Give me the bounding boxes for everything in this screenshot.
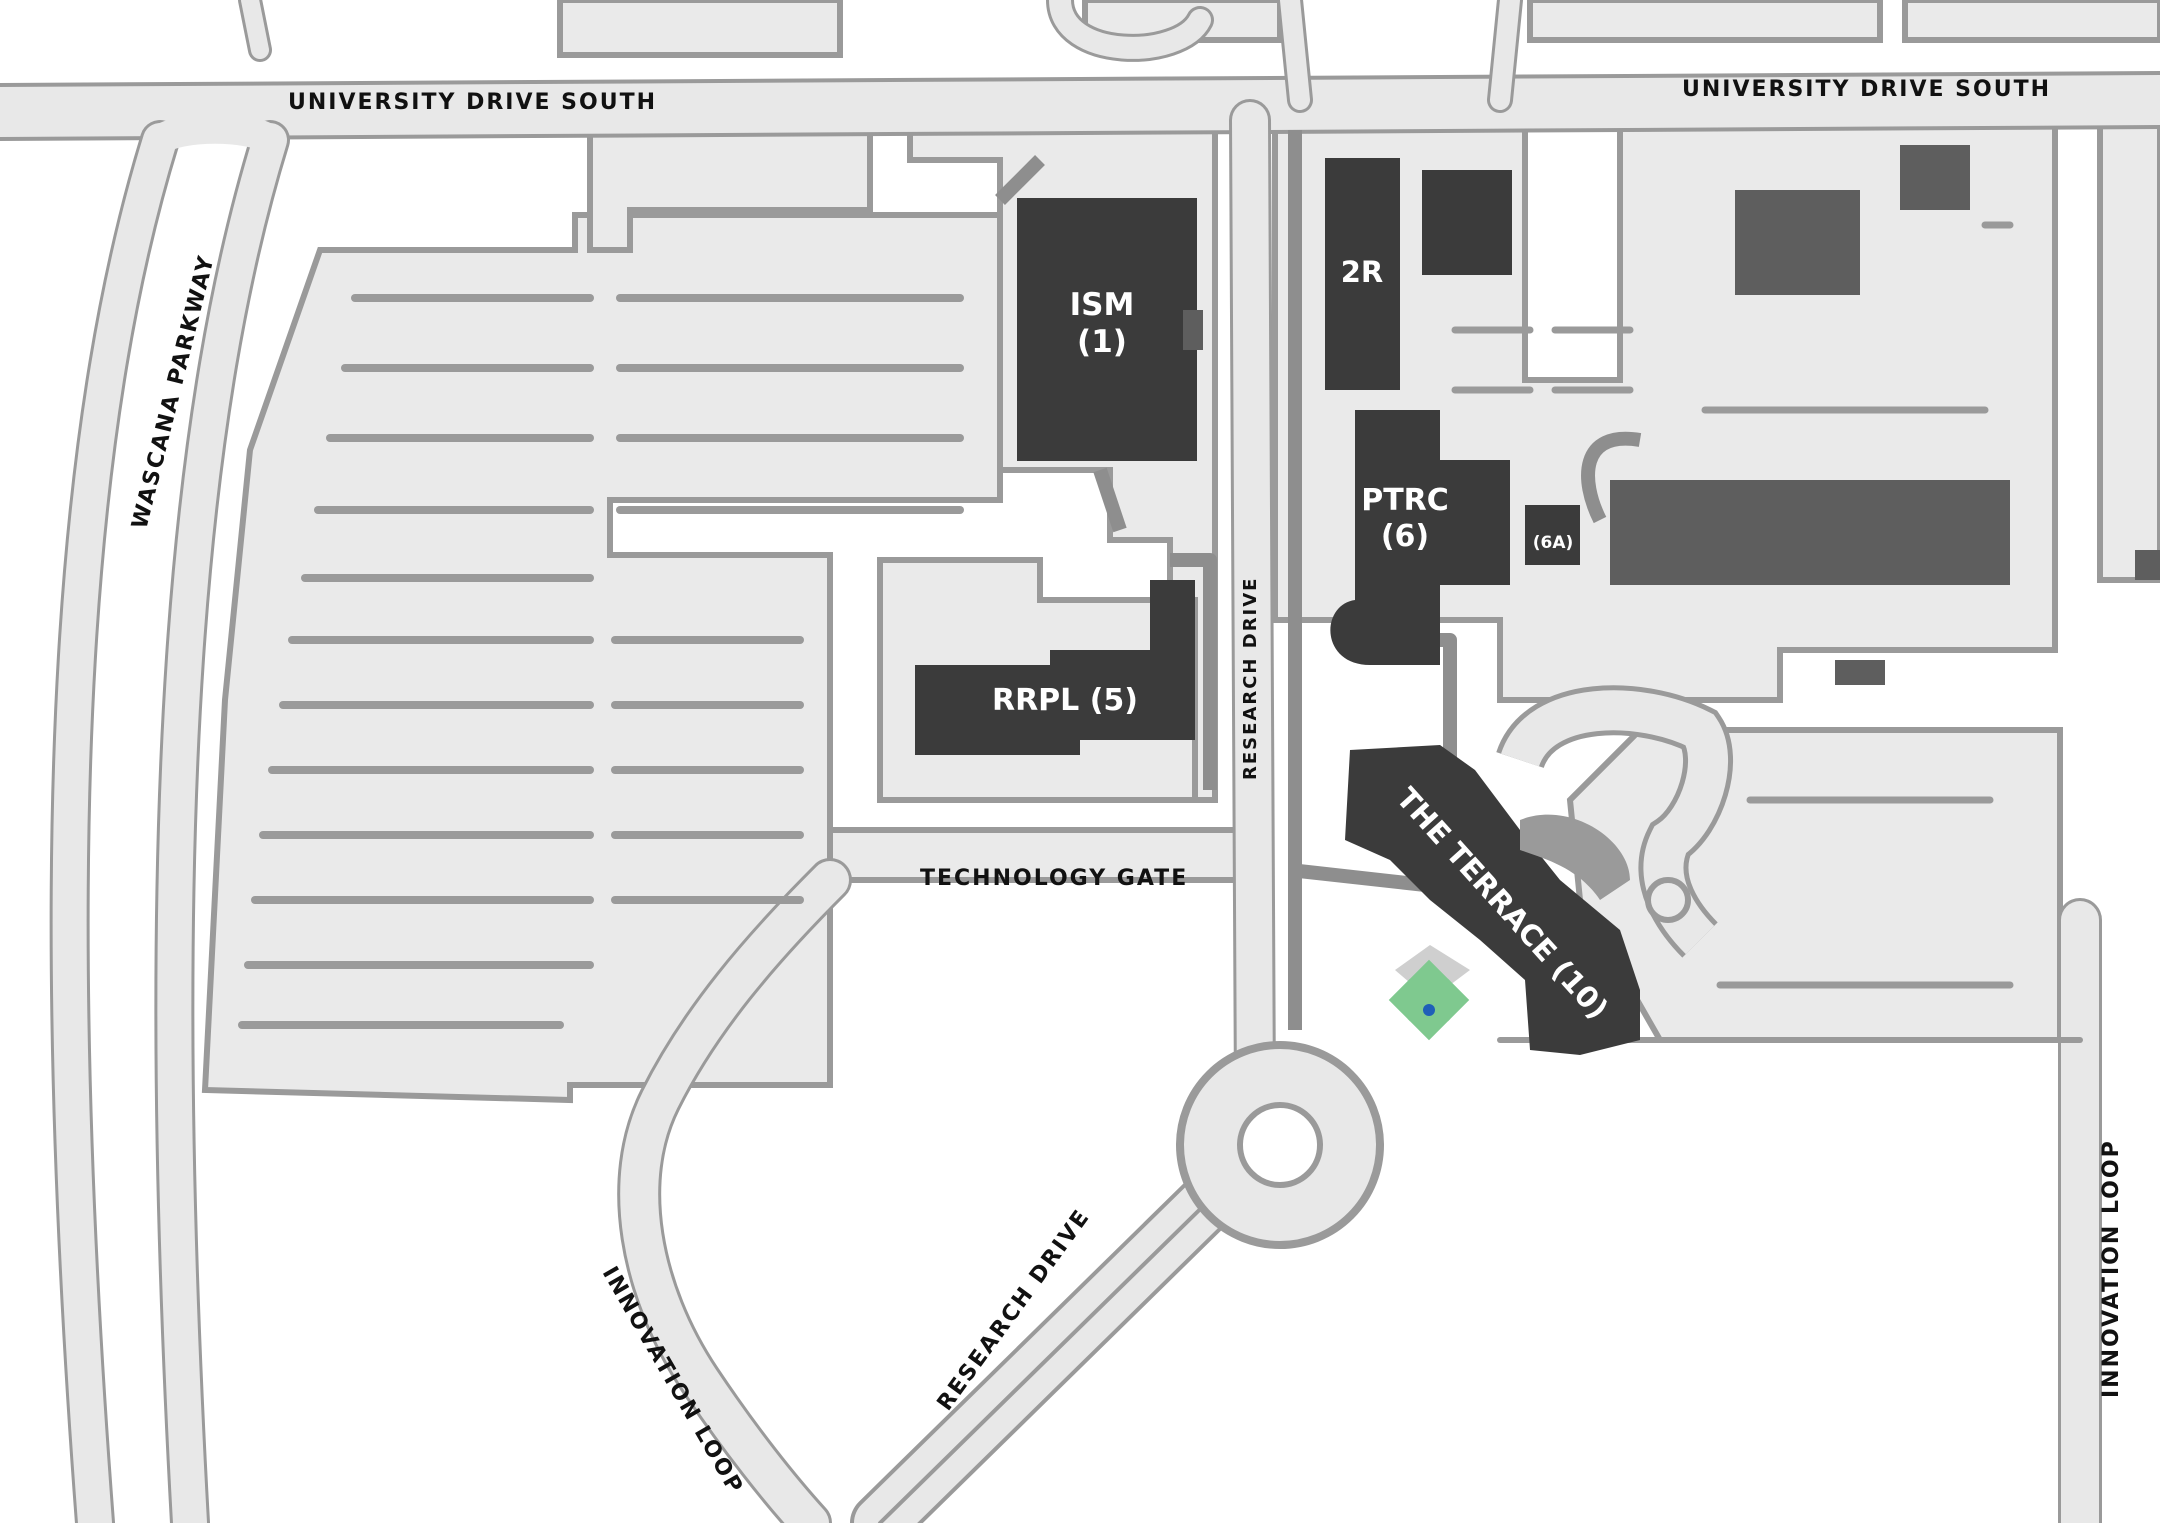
east-turning-circle[interactable]	[1645, 877, 1691, 923]
label-university-drive-south-left: UNIVERSITY DRIVE SOUTH	[288, 90, 657, 115]
north-lot-d[interactable]	[1902, 0, 2160, 43]
parking-stall-rows	[238, 294, 964, 1029]
label-ism: ISM	[1070, 287, 1135, 323]
building-east-b[interactable]	[1900, 145, 1970, 210]
research-drive-vertical[interactable]	[1229, 99, 1276, 1121]
research-drive-diagonal[interactable]	[850, 1145, 1265, 1523]
label-ptrc-number: (6)	[1381, 519, 1429, 554]
courtyard[interactable]	[1388, 945, 1470, 1041]
building-rrpl[interactable]	[915, 580, 1195, 755]
north-lot-a[interactable]	[557, 0, 843, 58]
north-lot-c[interactable]	[1527, 0, 1883, 43]
northeast-lot[interactable]	[2097, 97, 2160, 583]
label-research-drive-vertical: RESEARCH DRIVE	[1240, 577, 1261, 780]
ism-annex	[1183, 310, 1203, 350]
label-university-drive-south-right: UNIVERSITY DRIVE SOUTH	[1682, 77, 2051, 102]
innovation-loop-left[interactable]	[617, 858, 852, 1523]
label-technology-gate: TECHNOLOGY GATE	[920, 866, 1188, 891]
building-east-d[interactable]	[2135, 550, 2160, 580]
roundabout[interactable]	[1176, 1041, 1384, 1249]
building-ism[interactable]	[1017, 198, 1197, 461]
label-innovation-loop-right: INNOVATION LOOP	[2099, 1139, 2124, 1398]
label-ptrc: PTRC	[1361, 483, 1449, 518]
label-2r: 2R	[1341, 255, 1384, 289]
label-6a: (6A)	[1533, 533, 1574, 553]
east-parking-stalls	[1451, 221, 2014, 989]
wascana-parkway[interactable]	[49, 113, 290, 1523]
north-connectors[interactable]	[238, 0, 1523, 113]
building-2r[interactable]	[1325, 158, 1400, 390]
building-east-c[interactable]	[1835, 660, 1885, 685]
building-east-a[interactable]	[1735, 190, 1860, 295]
terrace-plaza[interactable]	[1520, 814, 1630, 900]
building-2r-east[interactable]	[1422, 170, 1512, 275]
university-drive-south[interactable]	[0, 71, 2160, 141]
label-ism-number: (1)	[1077, 324, 1127, 360]
label-rrpl: RRPL (5)	[992, 683, 1138, 718]
building-the-terrace[interactable]	[1345, 745, 1640, 1055]
buildings	[915, 145, 2160, 1055]
building-ptrc[interactable]	[1330, 410, 1510, 665]
courtyard-marker-icon	[1423, 1004, 1435, 1016]
building-6a[interactable]	[1525, 505, 1580, 565]
building-east-long[interactable]	[1610, 480, 2010, 585]
